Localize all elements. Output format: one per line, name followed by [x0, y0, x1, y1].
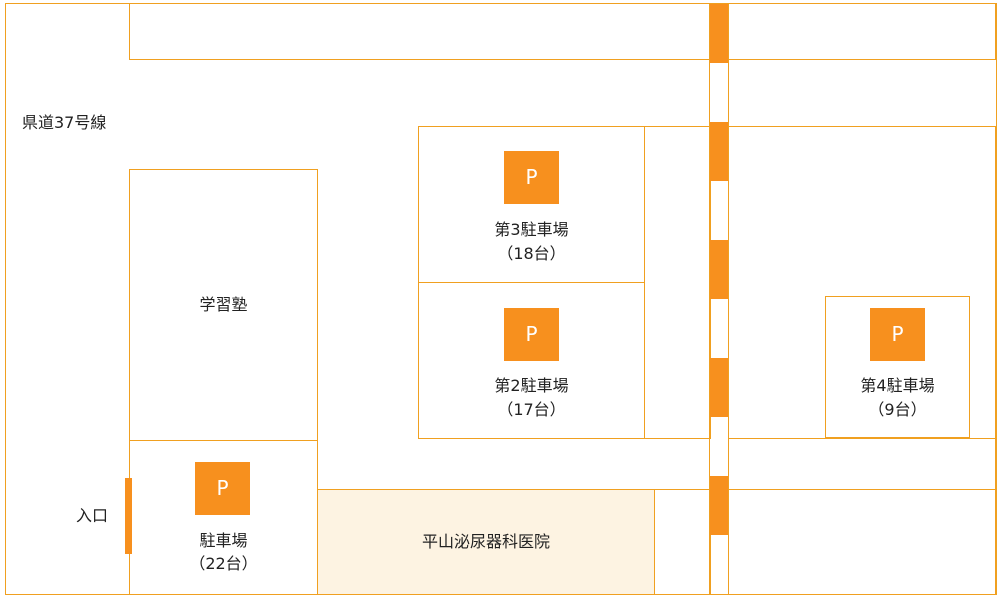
parking-main-spaces: （22台） [189, 554, 258, 573]
rail-segment [709, 240, 729, 299]
rail-segment [709, 535, 729, 594]
parking-4-name: 第4駐車場 [860, 376, 935, 395]
rail-segment [709, 181, 729, 240]
rail-segment [709, 358, 729, 417]
parking-sign-icon: P [870, 308, 925, 361]
block-right-bottom [728, 489, 996, 595]
rail-segment [709, 4, 729, 63]
parking-sign-icon: P [195, 462, 250, 515]
block-side-narrow [644, 126, 711, 439]
clinic-label: 平山泌尿器科医院 [421, 532, 550, 551]
entrance-label: 入口 [76, 506, 109, 525]
rail-segment [709, 122, 729, 181]
road-label: 県道37号線 [22, 113, 107, 132]
parking-sign-icon: P [504, 151, 559, 204]
parking-main-name: 駐車場 [199, 531, 248, 550]
rail-segment [709, 476, 729, 535]
rail-segment [709, 299, 729, 358]
parking-4-spaces: （9台） [868, 400, 927, 419]
cram-school-label: 学習塾 [199, 295, 248, 314]
block-top-left [129, 3, 711, 60]
entrance-marker [125, 478, 132, 554]
block-right-strip [728, 438, 996, 490]
parking-sign-icon: P [504, 308, 559, 361]
block-top-right [728, 3, 996, 60]
clinic-building [317, 489, 655, 595]
rail-segment [709, 417, 729, 476]
block-lower-middle [654, 489, 711, 595]
parking-3-spaces: （18台） [497, 244, 566, 263]
parking-2-spaces: （17台） [497, 400, 566, 419]
parking-3-name: 第3駐車場 [494, 220, 569, 239]
parking-2-name: 第2駐車場 [494, 376, 569, 395]
rail-segment [709, 63, 729, 122]
